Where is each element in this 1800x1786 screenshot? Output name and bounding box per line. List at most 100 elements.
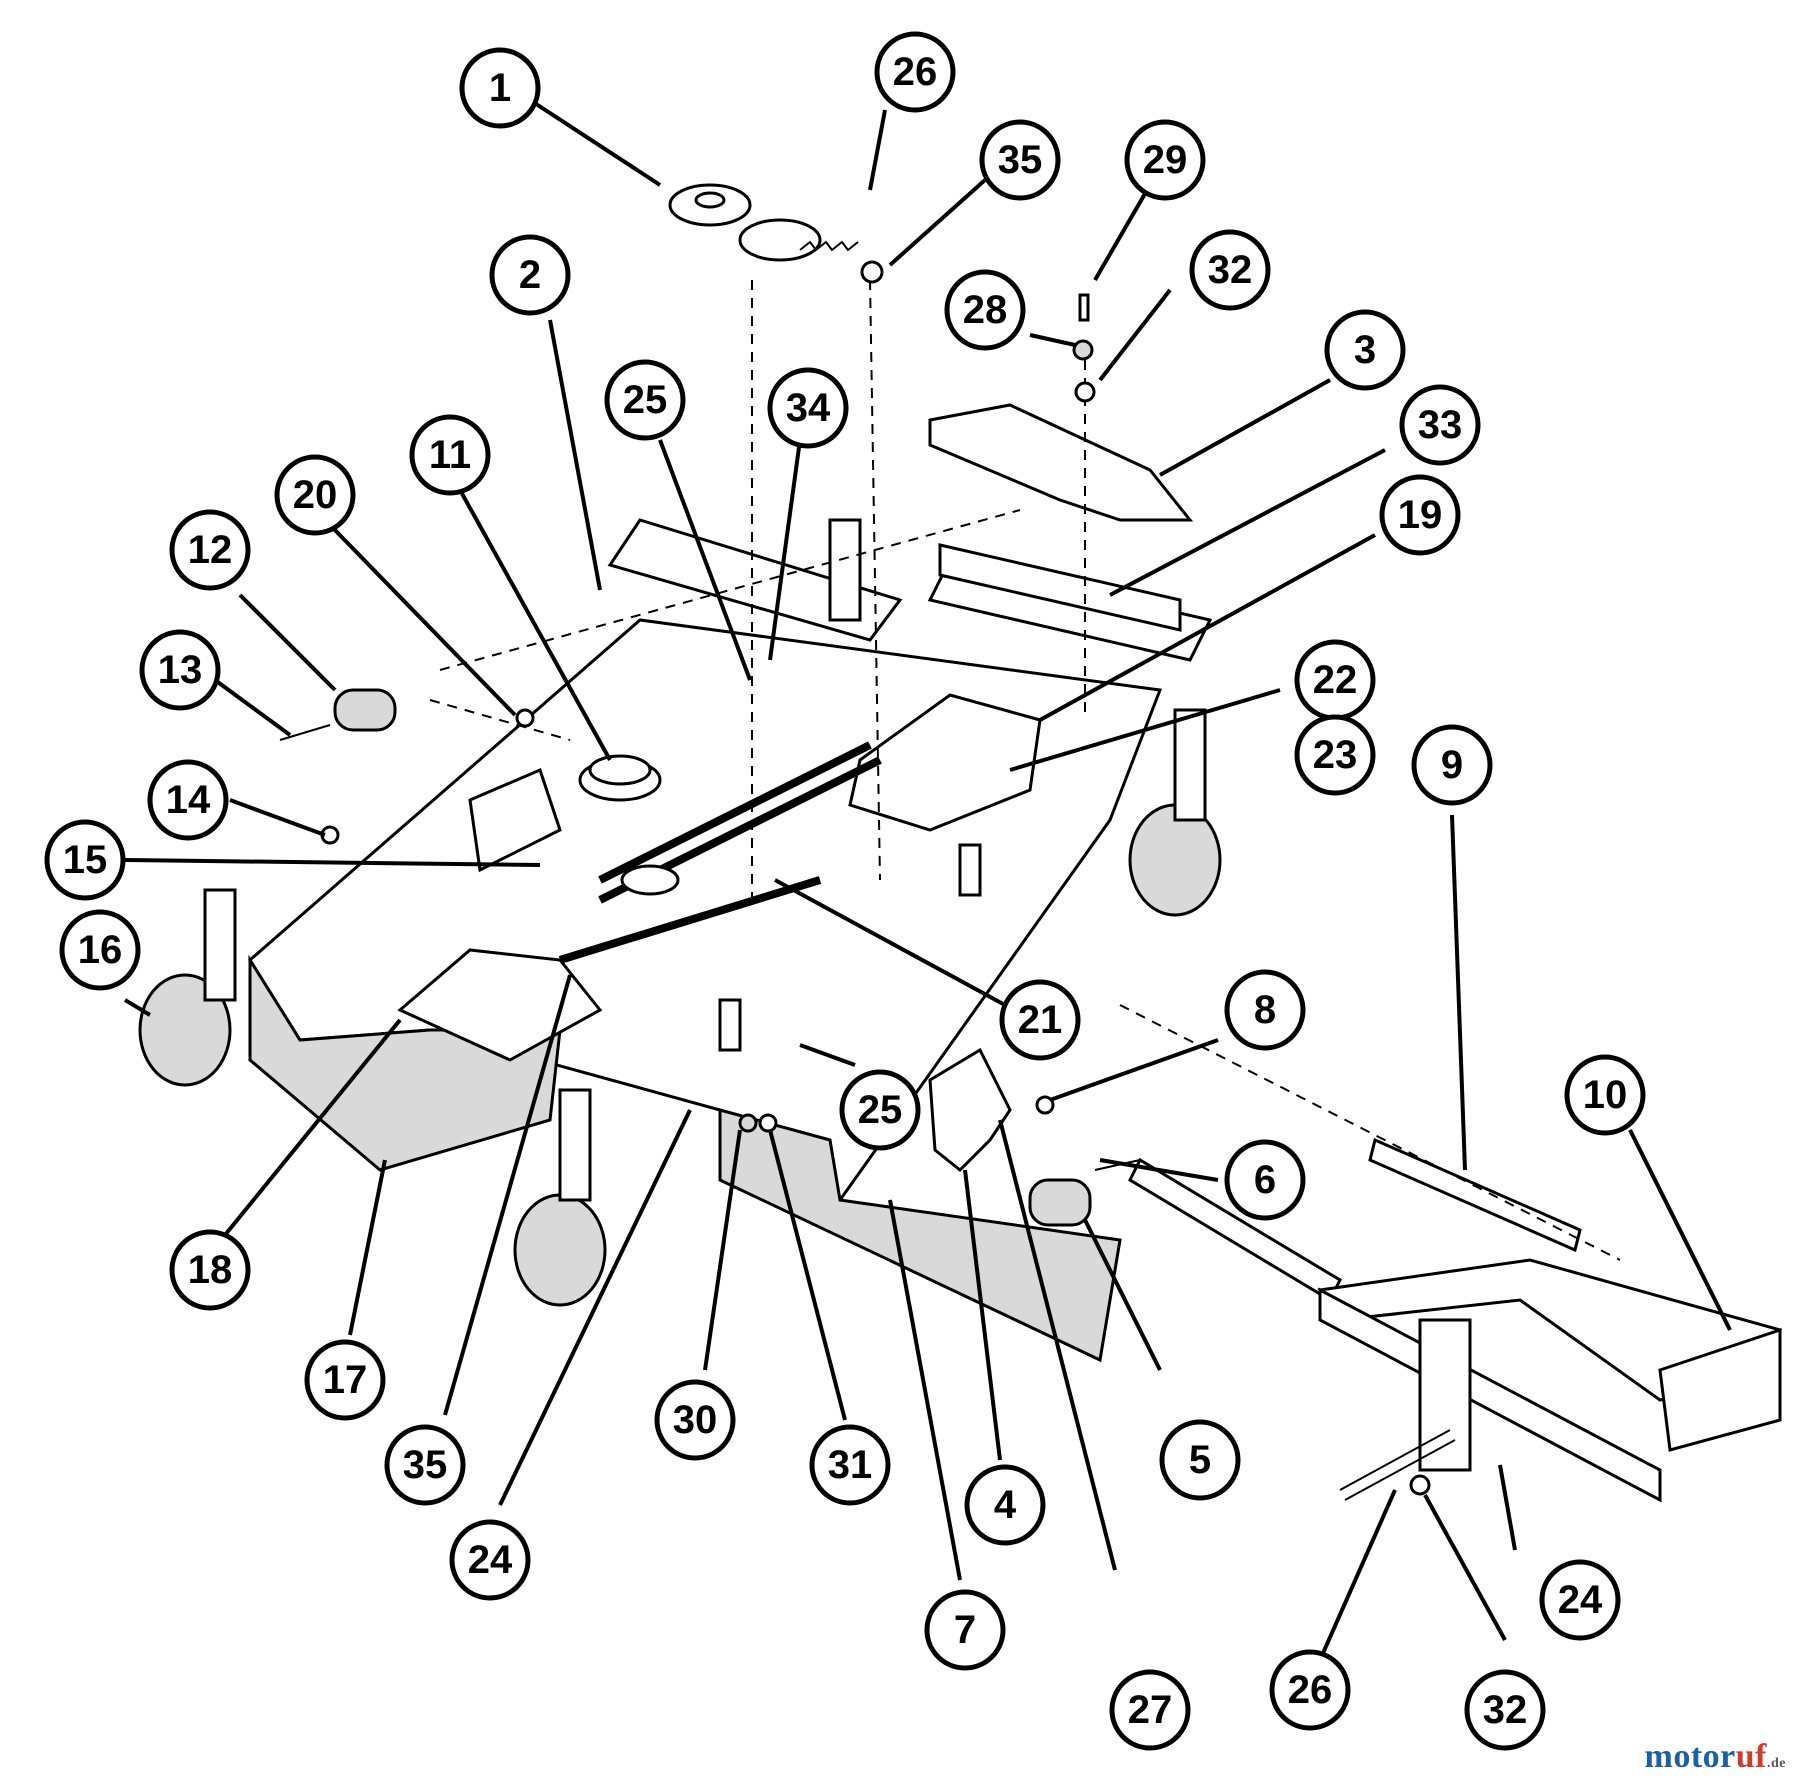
callout-25b: 25 — [839, 1069, 921, 1151]
callout-20: 20 — [274, 454, 356, 536]
caster-wheel-front — [513, 1193, 607, 1307]
callout-13: 13 — [139, 629, 221, 711]
site-watermark: motoruf.de — [1645, 1738, 1786, 1776]
callout-27: 27 — [1109, 1669, 1191, 1751]
callout-29: 29 — [1124, 119, 1206, 201]
mower-deck-drawing — [138, 183, 1783, 1503]
callout-30: 30 — [654, 1379, 736, 1461]
callout-28-number: 28 — [963, 288, 1008, 332]
bolt-29 — [1078, 293, 1090, 322]
right-spindle-plate — [848, 693, 1042, 832]
callout-1: 1 — [459, 47, 541, 129]
deck-slot-plate-1 — [718, 998, 742, 1052]
hitch-plate — [1418, 1318, 1472, 1472]
callout-10-number: 10 — [1583, 1073, 1628, 1117]
callout-32a-number: 32 — [1208, 248, 1253, 292]
callout-24a-number: 24 — [468, 1538, 513, 1582]
nut-30 — [738, 1113, 758, 1133]
callout-21: 21 — [999, 979, 1081, 1061]
roller-shaft-6 — [1094, 1159, 1141, 1171]
callout-8-number: 8 — [1254, 988, 1276, 1032]
hitch-bracket-10 — [1658, 1327, 1782, 1452]
callout-16-number: 16 — [78, 928, 123, 972]
callout-7-number: 7 — [954, 1608, 976, 1652]
callout-25a: 25 — [604, 359, 686, 441]
callout-10: 10 — [1564, 1054, 1646, 1136]
assembly-line-4 — [429, 699, 571, 741]
callout-32b: 32 — [1464, 1669, 1546, 1751]
callout-8: 8 — [1224, 969, 1306, 1051]
callout-25b-number: 25 — [858, 1088, 903, 1132]
callout-26b: 26 — [1269, 1649, 1351, 1731]
callout-32b-number: 32 — [1483, 1688, 1528, 1732]
callout-35a-number: 35 — [998, 138, 1043, 182]
callout-26b-number: 26 — [1288, 1668, 1333, 1712]
callout-33-number: 33 — [1418, 403, 1463, 447]
callout-15: 15 — [44, 819, 126, 901]
callout-23: 23 — [1294, 714, 1376, 796]
callout-31: 31 — [809, 1424, 891, 1506]
roller-bracket-left — [468, 767, 562, 873]
callout-17-number: 17 — [323, 1358, 368, 1402]
callout-14-number: 14 — [166, 778, 211, 822]
hitch-rail-9 — [1368, 1137, 1582, 1253]
callout-5-number: 5 — [1189, 1438, 1211, 1482]
callout-32a: 32 — [1189, 229, 1271, 311]
callout-31-number: 31 — [828, 1443, 873, 1487]
nut-8 — [1035, 1095, 1055, 1115]
bushing-35 — [860, 260, 884, 284]
nut-20 — [515, 708, 535, 728]
callout-1-number: 1 — [489, 66, 511, 110]
callout-4-number: 4 — [994, 1483, 1017, 1527]
rear-baffle — [607, 518, 903, 642]
tension-spring — [799, 240, 859, 252]
callout-3: 3 — [1324, 309, 1406, 391]
callout-35b-number: 35 — [403, 1443, 448, 1487]
callout-26a: 26 — [874, 31, 956, 113]
callout-6-number: 6 — [1254, 1158, 1276, 1202]
nut-28 — [1072, 339, 1094, 361]
callout-2-number: 2 — [519, 253, 541, 297]
roller-bracket — [928, 1047, 1012, 1173]
deflector-bar — [938, 543, 1182, 632]
callout-13-number: 13 — [158, 648, 203, 692]
callout-12: 12 — [169, 509, 251, 591]
callouts: 1 26 35 29 32 28 3 33 19 22 23 2 25 34 1… — [44, 31, 1646, 1751]
callout-17: 17 — [304, 1339, 386, 1421]
callout-20-number: 20 — [293, 473, 338, 517]
assembly-line-5 — [1119, 1004, 1621, 1261]
washer-32b — [1409, 1474, 1431, 1496]
callout-4: 4 — [964, 1464, 1046, 1546]
callout-18: 18 — [169, 1229, 251, 1311]
caster-post-front — [558, 1088, 592, 1202]
callout-11-number: 11 — [429, 433, 471, 477]
watermark-name-part1: motor — [1644, 1738, 1736, 1775]
callout-22: 22 — [1294, 639, 1376, 721]
callout-9-number: 9 — [1441, 743, 1463, 787]
idler-pulley-1-hub — [694, 191, 726, 209]
watermark-tld: .de — [1767, 1756, 1786, 1771]
washer-32 — [1074, 381, 1096, 403]
belt-cover — [928, 403, 1194, 522]
deck-skirt — [248, 954, 562, 1172]
callout-12-number: 12 — [188, 528, 233, 572]
callout-28: 28 — [944, 269, 1026, 351]
callout-18-number: 18 — [188, 1248, 233, 1292]
callout-24b: 24 — [1539, 1559, 1621, 1641]
watermark-name-part2: uf — [1735, 1738, 1767, 1775]
roller-shaft-13 — [279, 724, 331, 741]
callout-35b: 35 — [384, 1424, 466, 1506]
left-spindle-plate — [397, 948, 603, 1062]
callout-14: 14 — [147, 759, 229, 841]
caster-post-left — [203, 888, 237, 1002]
callout-26a-number: 26 — [893, 50, 938, 94]
callout-27-number: 27 — [1128, 1688, 1173, 1732]
deck-right-skirt — [718, 1108, 1122, 1363]
callout-16: 16 — [59, 909, 141, 991]
callout-35a: 35 — [979, 119, 1061, 201]
callout-23-number: 23 — [1313, 733, 1358, 777]
callout-25a-number: 25 — [623, 378, 668, 422]
callout-7: 7 — [924, 1589, 1006, 1671]
callout-2: 2 — [489, 234, 571, 316]
